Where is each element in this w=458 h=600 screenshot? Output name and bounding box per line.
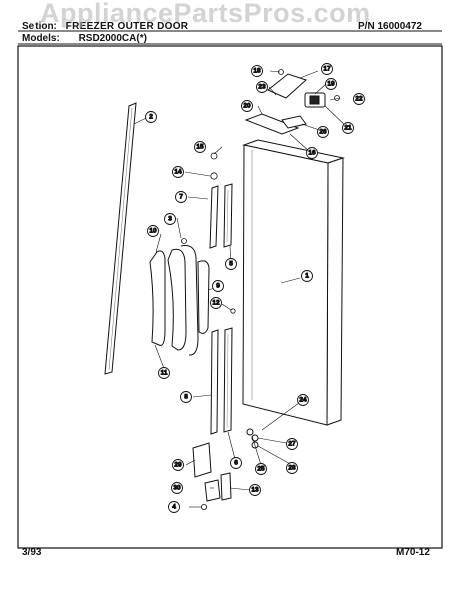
top-hinge-assembly [244,73,326,135]
callout-27: 27 [286,438,298,450]
callout-17-label: 17 [323,66,331,73]
footer-page-code: M70-12 [396,547,430,558]
part-number-value: 16000472 [377,21,422,32]
callout-1-label: 1 [305,273,309,280]
callout-30-label: 30 [173,485,181,492]
callout-22: 22 [353,93,365,105]
callout-29-label: 29 [174,462,182,469]
model-number: RSD2000CA(*) [78,33,147,44]
callout-9-label: 9 [216,283,220,290]
callout-5: 5 [225,258,237,270]
section-label: Setion: FREEZER OUTER DOOR [22,21,188,32]
upper-trim-part [209,183,233,249]
footer-date: 3/93 [22,547,42,558]
callout-25-label: 25 [257,466,265,473]
callout-10-label: 10 [149,228,157,235]
callout-11-label: 11 [161,370,168,377]
callout-10: 10 [147,225,159,237]
screw-parts [181,69,340,510]
callout-14-label: 14 [174,169,182,176]
section-prefix: Se [22,21,35,32]
callout-27-label: 27 [288,441,296,448]
callout-19: 19 [325,78,337,90]
callout-7: 7 [175,191,187,203]
callout-25: 25 [255,463,267,475]
callout-30: 30 [171,482,183,494]
lower-hinge-assembly [192,428,259,502]
callout-7-label: 7 [179,194,183,201]
callout-11: 11 [158,367,170,379]
callout-24-label: 24 [299,397,307,404]
callout-23-label: 23 [258,84,266,91]
models-label-text: Models: [22,33,60,44]
callout-28: 28 [286,462,298,474]
door-panel-part [242,139,345,426]
callout-21: 21 [342,122,354,134]
callout-20: 20 [241,100,253,112]
callout-3-label: 3 [168,216,172,223]
callout-1: 1 [301,270,313,282]
callout-2: 2 [145,111,157,123]
handle-part [149,245,199,356]
watermark-logo: AppliancePartsPros.com [40,0,371,28]
callout-4-label: 4 [172,504,176,511]
callouts: 1 2 3 4 5 6 7 8 9 10 11 12 13 14 15 16 1… [145,63,365,513]
callout-24: 24 [297,394,309,406]
callout-9: 9 [212,280,224,292]
callout-13-label: 13 [251,487,259,494]
callout-29: 29 [172,459,184,471]
leader-1 [280,277,301,284]
callout-2-label: 2 [149,114,153,121]
callout-8-label: 8 [184,394,188,401]
callout-4: 4 [168,501,180,513]
callout-23: 23 [256,81,268,93]
callout-21-label: 21 [344,125,352,132]
callout-15-label: 15 [196,144,204,151]
models-label: Models: RSD2000CA(*) [22,33,147,44]
callout-8: 8 [180,391,192,403]
callout-20-label: 20 [243,103,251,110]
part-number-label: P/N [358,21,375,32]
leader-2 [133,117,147,125]
part-number: P/N 16000472 [358,21,422,32]
section-fragment: tion: [35,21,57,32]
callout-18-label: 18 [253,68,261,75]
callout-5-label: 5 [229,261,233,268]
callout-16: 16 [306,147,318,159]
callout-6: 6 [230,457,242,469]
callout-3: 3 [164,213,176,225]
callout-13: 13 [249,484,261,496]
lower-trim-part [210,327,233,435]
callout-28-label: 28 [288,465,296,472]
callout-12: 12 [210,297,222,309]
gasket-strip-part [104,102,137,375]
section-title: FREEZER OUTER DOOR [65,21,189,32]
callout-6-label: 6 [234,460,238,467]
callout-18: 18 [251,65,263,77]
callout-17: 17 [321,63,333,75]
callout-26: 26 [317,126,329,138]
callout-14: 14 [172,166,184,178]
callout-16-label: 16 [308,150,316,157]
handle-insert-part [197,260,210,334]
callout-22-label: 22 [355,96,363,103]
callout-26-label: 26 [319,129,327,136]
callout-12-label: 12 [212,300,220,307]
callout-19-label: 19 [327,81,335,88]
callout-15: 15 [194,141,206,153]
